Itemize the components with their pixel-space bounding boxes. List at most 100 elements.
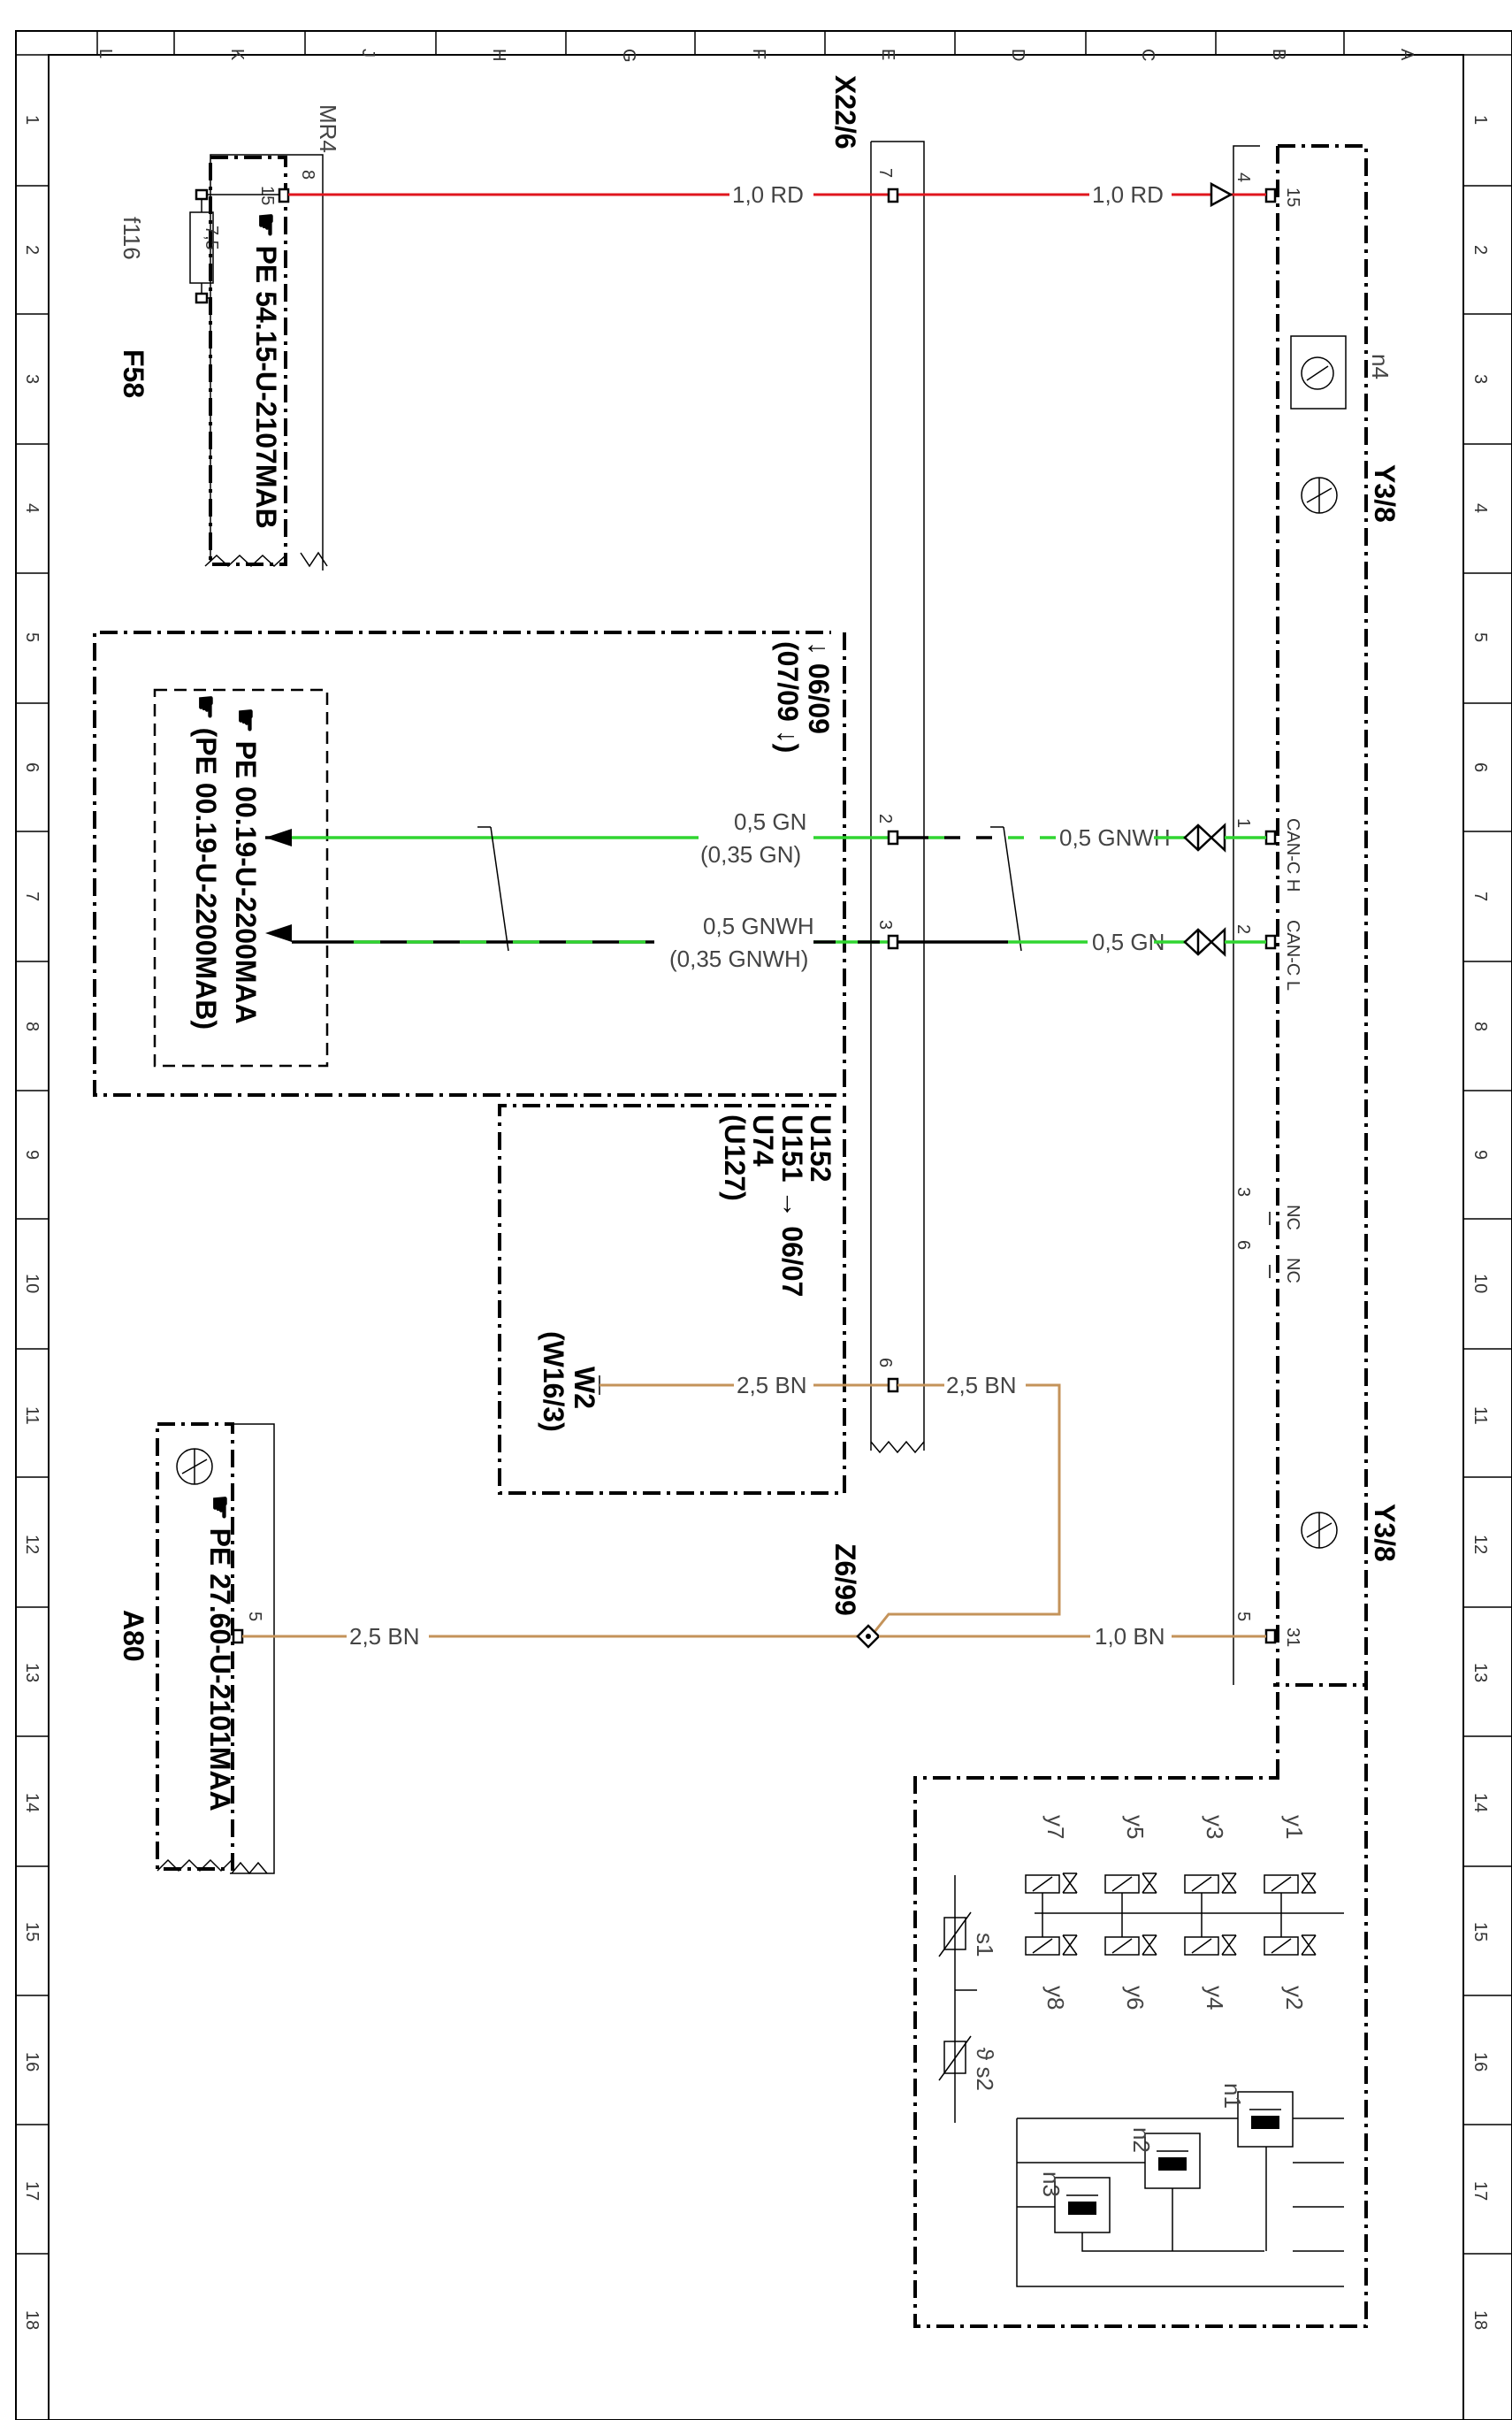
can-ref-1: ☛ PE 00.19-U-2200MAA — [230, 708, 262, 1024]
pressure-sensor-s2-icon — [943, 2041, 966, 2074]
grid-number-right: 7 — [1470, 892, 1490, 901]
x22-6-pin-2: 2 — [875, 814, 895, 823]
valve-y7-label: y7 — [1042, 1815, 1069, 1839]
grid-number-left: 17 — [22, 2181, 42, 2201]
valve-y1-label: y1 — [1281, 1815, 1308, 1839]
wire-gnwh-left-alt-label: (0,35 GNWH) — [669, 946, 808, 972]
grid-number-right: 9 — [1470, 1150, 1490, 1160]
sensor-n3-label: n3 — [1038, 2171, 1065, 2197]
speed-sensor-wiring — [1016, 2118, 1344, 2287]
x22-6-pin-6: 6 — [875, 1358, 895, 1367]
ground-code-u151: U151 → 06/07 — [776, 1114, 808, 1297]
grid-number-right: 13 — [1470, 1663, 1490, 1682]
y3-8-pin-31-label: 31 — [1283, 1627, 1302, 1647]
f58-pin-15: 15 — [257, 186, 277, 205]
valve-y6-label: y6 — [1122, 1986, 1149, 2010]
grid-number-left: 2 — [22, 245, 42, 255]
f58-pin-8: 8 — [298, 170, 317, 180]
valve-y2 — [1264, 1913, 1317, 1956]
pointing-hand-icon: ☛ — [204, 1495, 236, 1528]
wire-gn-left-alt-label: (0,35 GN) — [700, 841, 801, 868]
f116-label: f116 — [118, 217, 145, 260]
grid-number-right: 12 — [1470, 1535, 1490, 1554]
wire-gn-right-label: 0,5 GN — [1092, 929, 1165, 955]
grid-number-left: 16 — [22, 2052, 42, 2072]
grid-number-right: 2 — [1470, 245, 1490, 255]
ecu-symbol-icon — [1301, 356, 1334, 390]
grid-number-left: 12 — [22, 1535, 42, 1554]
grid-letter: K — [227, 49, 247, 61]
valve-y2-label: y2 — [1281, 1986, 1308, 2010]
grid-number-right: 1 — [1470, 115, 1490, 125]
grid-number-left: 6 — [22, 762, 42, 772]
valve-y1 — [1264, 1872, 1317, 1913]
wire-bn-a80-label: 2,5 BN — [349, 1623, 420, 1650]
f116-fuse-symbol — [189, 211, 214, 284]
y3-8-pin-15-label: 15 — [1283, 188, 1302, 207]
pressure-sensor-s1-icon — [943, 1917, 966, 1950]
grid-number-left: 18 — [22, 2310, 42, 2330]
can-reference-box: ☛ PE 00.19-U-2200MAA ☛ (PE 00.19-U-2200M… — [93, 631, 846, 1097]
f58-fuse-box: MR4 8 15 7,5 f116 F58 ☛ PE 54.15-U-2107M… — [118, 104, 341, 571]
pointing-hand-icon: ☛ — [230, 708, 262, 741]
can-h-label: CAN-C H — [1283, 818, 1302, 892]
can-ref-2: ☛ (PE 00.19-U-2200MAB) — [190, 694, 222, 1030]
arrow-right-icon: → — [776, 1183, 808, 1227]
can-date-1: ↓ 06/09 — [803, 641, 835, 734]
valve-y8 — [1025, 1913, 1078, 1956]
y3-8-pin-2: 2 — [1233, 924, 1253, 934]
valve-y4 — [1184, 1913, 1237, 1956]
ground-code-u127: (U127) — [719, 1114, 751, 1201]
ground-code-u74: U74 — [747, 1114, 779, 1167]
letter-labels: L K J H G F E D C B A — [95, 49, 1417, 63]
grid-number-left: 4 — [22, 503, 42, 513]
y3-8-pin-1: 1 — [1233, 818, 1253, 828]
grid-number-left: 11 — [22, 1406, 42, 1425]
wire-red-power: 1,0 RD 1,0 RD — [288, 181, 1266, 208]
grid-number-right: 17 — [1470, 2181, 1490, 2201]
arrow-down-icon: ↓) — [772, 722, 804, 754]
grid-number-left: 3 — [22, 374, 42, 384]
a80-pin-5: 5 — [245, 1612, 264, 1621]
grid-number-right: 5 — [1470, 632, 1490, 642]
x22-6-connector: X22/6 7 2 3 6 — [829, 75, 925, 1454]
outer-frame — [15, 30, 1512, 2420]
y3-8-bottom-label: Y3/8 — [1369, 1504, 1401, 1562]
grid-letter: H — [489, 49, 508, 61]
z6-99-label: Z6/99 — [829, 1543, 861, 1616]
f58-pin-15-terminal — [278, 188, 290, 203]
grid-letter: E — [878, 49, 897, 60]
grid-number-left: 8 — [22, 1022, 42, 1031]
connector-arrow-icon — [1210, 181, 1233, 208]
f58-pe-ref: ☛ PE 54.15-U-2107MAB — [250, 212, 282, 529]
sensor-s1-label: s1 — [972, 1933, 998, 1957]
x22-6-pin-7: 7 — [875, 168, 895, 178]
wire-bn-y38-label: 1,0 BN — [1095, 1623, 1165, 1650]
y3-8-pin-6: 6 — [1233, 1240, 1253, 1250]
a80-label: A80 — [118, 1610, 149, 1662]
w2-label: W2 — [569, 1367, 600, 1409]
f58-label: F58 — [118, 349, 149, 398]
mr4-label: MR4 — [315, 104, 341, 153]
grid-letter: L — [95, 49, 115, 58]
ground-reference-box: U152 U151 → 06/07 U74 (U127) W2 (W16/3) — [498, 1104, 846, 1495]
a80-box: ☛ PE 27.60-U-2101MAA A80 5 — [118, 1422, 275, 1875]
grid-number-right: 8 — [1470, 1022, 1490, 1031]
y3-8-pin-3: 3 — [1233, 1187, 1253, 1197]
wire-gn-left-label: 0,5 GN — [734, 808, 806, 835]
y3-8-pin-5: 5 — [1233, 1612, 1253, 1621]
grid-number-left: 15 — [22, 1922, 42, 1941]
n4-label: n4 — [1367, 354, 1394, 379]
sensor-n2-label: n2 — [1128, 2127, 1155, 2153]
grid-letter: A — [1397, 49, 1417, 61]
grid-number-right: 3 — [1470, 374, 1490, 384]
grid-number-right: 18 — [1470, 2310, 1490, 2330]
y3-8-pin-4: 4 — [1233, 172, 1253, 182]
f116-rating: 7,5 — [202, 226, 221, 250]
grid-number-left: 14 — [22, 1793, 42, 1812]
can-date-2: (07/09 ↓) — [772, 641, 804, 753]
wire-can-l: 0,5 GNWH (0,35 GNWH) 0,5 GN — [265, 913, 1266, 972]
grid-number-left: 10 — [22, 1274, 42, 1293]
grid-letter: D — [1008, 49, 1027, 61]
pointing-hand-icon: ☛ — [190, 694, 222, 728]
